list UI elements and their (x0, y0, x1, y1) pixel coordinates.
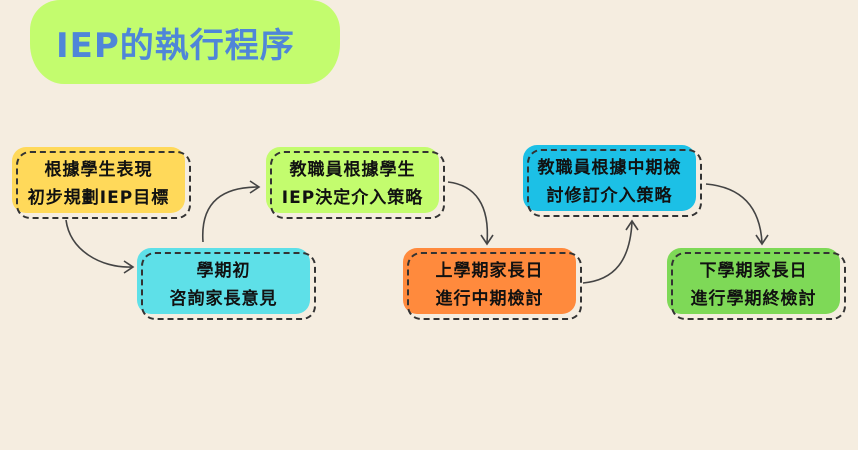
step-5-box: 教職員根據中期檢 討修訂介入策略 (523, 145, 702, 217)
step-2-line2: 咨詢家長意見 (169, 289, 278, 309)
step-4-line2: 進行中期檢討 (435, 289, 544, 309)
step-4-line1: 上學期家長日 (435, 261, 544, 281)
page-title: IEP的執行程序 (56, 26, 295, 66)
step-4-box: 上學期家長日 進行中期檢討 (403, 248, 582, 320)
step-1-line2: 初步規劃IEP目標 (27, 188, 170, 208)
arrow-4-5 (582, 221, 633, 284)
step-1-box: 根據學生表現 初步規劃IEP目標 (12, 147, 191, 219)
step-5-line2: 討修訂介入策略 (546, 186, 673, 206)
step-2-box: 學期初 咨詢家長意見 (137, 248, 316, 320)
step-6-line1: 下學期家長日 (699, 261, 808, 281)
arrow-5-6 (705, 183, 763, 244)
title-banner: IEP的執行程序 (30, 0, 340, 84)
step-2-line1: 學期初 (196, 261, 251, 281)
step-6-box: 下學期家長日 進行學期終檢討 (667, 248, 846, 320)
arrow-3-4 (447, 181, 489, 244)
arrow-1-2 (65, 219, 133, 268)
step-3-box: 教職員根據學生 IEP決定介入策略 (266, 147, 445, 219)
step-5-line1: 教職員根據中期檢 (537, 158, 682, 178)
arrow-2-3 (202, 186, 259, 243)
step-3-line2: IEP決定介入策略 (281, 188, 424, 208)
step-6-line2: 進行學期終檢討 (690, 289, 817, 309)
step-3-line1: 教職員根據學生 (289, 160, 416, 180)
step-1-line1: 根據學生表現 (44, 160, 153, 180)
